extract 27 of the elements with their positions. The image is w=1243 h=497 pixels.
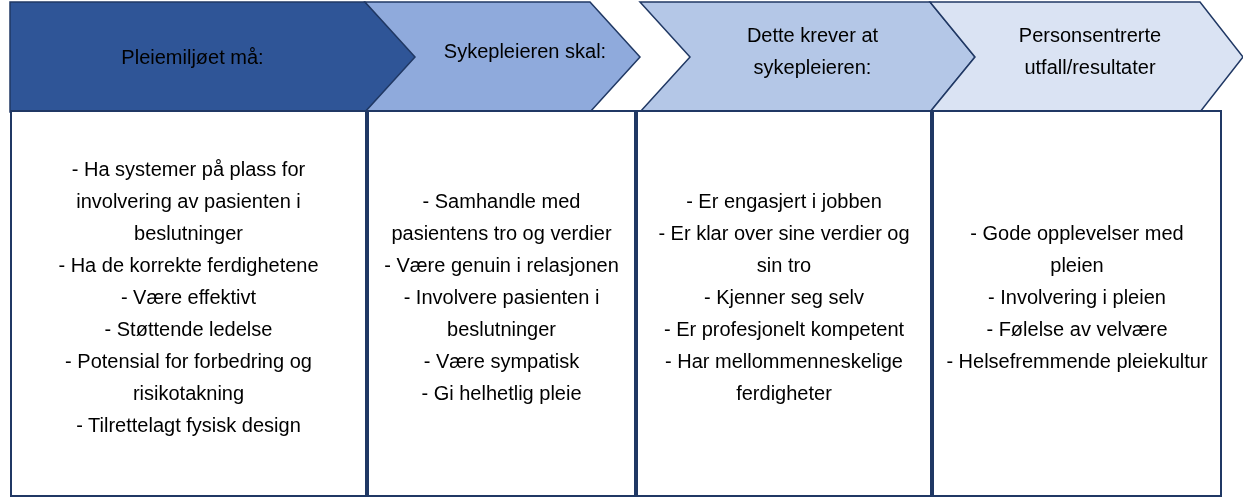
bullet-text: - Potensial for forbedring og risikotakning xyxy=(64,348,313,406)
content-box xyxy=(367,110,636,497)
bullet-text: - Har mellommenneskelige ferdigheter xyxy=(664,348,904,406)
bullet-text: - Er profesjonelt kompetent xyxy=(663,316,905,342)
bullet-text: - Være sympatisk xyxy=(423,348,580,374)
bullet-text: - Involvering i pleien xyxy=(988,284,1166,310)
bullet-text: - Følelse av velvære xyxy=(986,316,1168,342)
bullet-text: - Samhandle med pasientens tro og verdier xyxy=(390,188,613,246)
bullet-text: - Ha systemer på plass for involvering av pasienten i beslutninger xyxy=(70,156,307,246)
bullet-text: - Kjenner seg selv xyxy=(703,284,865,310)
header-text: Sykepleieren skal: xyxy=(442,39,608,64)
bullet-text: - Tilrettelagt fysisk design xyxy=(76,412,301,438)
header-text: Personsentrerte utfall/resultater xyxy=(1017,23,1163,80)
bullet-text: - Er klar over sine verdier og sin tro xyxy=(657,220,911,278)
content-box xyxy=(10,110,367,497)
bullet-text: - Gi helhetlig pleie xyxy=(421,380,582,406)
bullet-text: - Gode opplevelser med pleien xyxy=(969,220,1185,278)
bullet-text: - Involvere pasienten i beslutninger xyxy=(402,284,601,342)
bullet-text: - Er engasjert i jobben xyxy=(686,188,882,214)
bullet-text: - Helsefremmende pleiekultur xyxy=(946,348,1208,374)
bullet-text: - Være effektivt xyxy=(120,284,257,310)
bullet-text: - Støttende ledelse xyxy=(104,316,273,342)
content-box xyxy=(932,110,1222,497)
bullet-text: - Ha de korrekte ferdighetene xyxy=(58,252,319,278)
header-text: Dette krever at sykepleieren: xyxy=(745,23,880,80)
content-box xyxy=(636,110,932,497)
bullet-text: - Være genuin i relasjonen xyxy=(384,252,619,278)
